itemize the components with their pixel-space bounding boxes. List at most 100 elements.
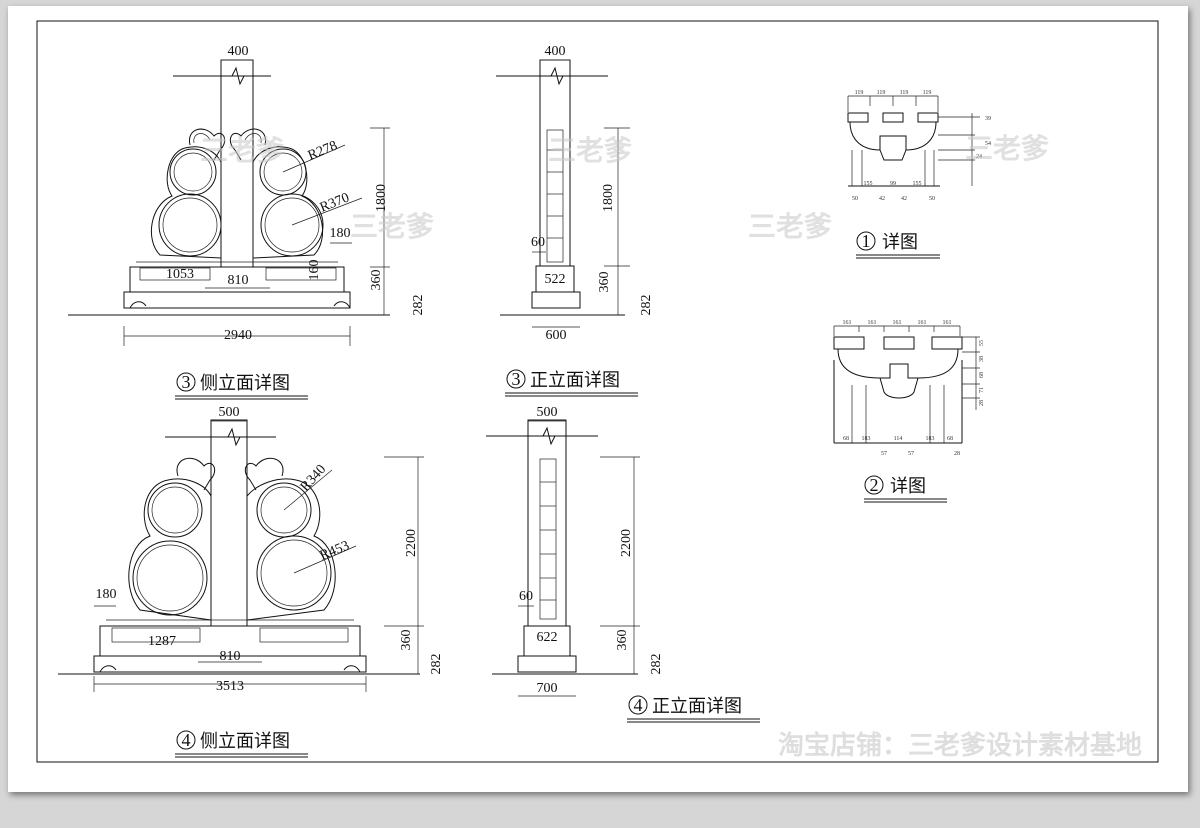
- dim-inner-width: 622: [537, 630, 558, 645]
- svg-text:68: 68: [947, 436, 953, 442]
- svg-text:161: 161: [893, 320, 902, 326]
- dim-plinth-height: 282: [429, 654, 444, 675]
- dim-top-width: 400: [228, 44, 249, 59]
- base-block: [535, 265, 575, 293]
- svg-text:39: 39: [985, 116, 991, 122]
- circle-large-left: [158, 193, 222, 257]
- svg-text:183: 183: [926, 436, 935, 442]
- svg-text:161: 161: [943, 320, 952, 326]
- dim-height: 2200: [619, 529, 634, 557]
- dim-plinth-height: 282: [411, 295, 426, 316]
- watermark: 三老爹: [200, 134, 284, 167]
- svg-text:28: 28: [954, 451, 960, 457]
- view-title: 正立面详图: [530, 370, 620, 390]
- svg-text:155: 155: [913, 181, 922, 187]
- svg-text:50: 50: [852, 196, 858, 202]
- side-elevation-4: R340 R453 500 2200 360 282 3513 180 1287…: [58, 405, 444, 758]
- dim-height: 1800: [374, 184, 389, 212]
- plinth: [93, 655, 367, 673]
- dim-center-width: 810: [228, 273, 249, 288]
- plinth: [531, 291, 581, 309]
- dim-step: 160: [307, 260, 322, 281]
- svg-text:119: 119: [923, 90, 932, 96]
- dim-base-width: 3513: [216, 679, 244, 694]
- dim-center-width: 810: [220, 649, 241, 664]
- svg-text:28: 28: [979, 400, 985, 406]
- title-number: 1: [862, 231, 871, 251]
- frame-border: [36, 20, 1159, 763]
- dim-inset: 60: [519, 589, 533, 604]
- circle-small-left: [147, 482, 203, 538]
- title-number: 4: [634, 695, 643, 715]
- title-number: 3: [512, 369, 521, 389]
- svg-text:161: 161: [868, 320, 877, 326]
- title-number: 2: [870, 475, 879, 495]
- svg-text:119: 119: [900, 90, 909, 96]
- cad-drawing: R278 R370 400 1800 360 282 2940 180 1053…: [36, 20, 1159, 763]
- post: [539, 59, 571, 267]
- view-title: 侧立面详图: [200, 731, 290, 751]
- cloud-ornament-left: [176, 457, 216, 491]
- svg-text:55: 55: [979, 340, 985, 346]
- svg-text:161: 161: [843, 320, 852, 326]
- dim-base-height: 360: [597, 272, 612, 293]
- dim-top-width: 400: [545, 44, 566, 59]
- svg-text:161: 161: [918, 320, 927, 326]
- svg-text:71: 71: [979, 387, 985, 393]
- radius-small-label: R278: [306, 138, 340, 163]
- dim-inset: 60: [531, 235, 545, 250]
- svg-text:155: 155: [864, 181, 873, 187]
- side-elevation-3: R278 R370 400 1800 360 282 2940 180 1053…: [68, 44, 426, 400]
- dim-plinth-height: 282: [639, 295, 654, 316]
- view-title: 正立面详图: [652, 696, 742, 716]
- svg-text:68: 68: [979, 372, 985, 378]
- detail-1: 119 119 119 119 39 54 24 155 99 155 50 4…: [847, 90, 991, 259]
- circle-large-left: [132, 540, 208, 616]
- svg-text:54: 54: [985, 141, 991, 147]
- circle-small-left: [169, 148, 217, 196]
- dim-top-width: 500: [219, 405, 240, 420]
- base-block: [99, 625, 361, 657]
- radius-small-label: R340: [298, 462, 329, 495]
- gourd-left: [128, 478, 212, 621]
- break-mark: [231, 66, 245, 86]
- view-title: 详图: [890, 476, 926, 496]
- circle-large-right: [256, 535, 332, 611]
- watermark: 三老爹: [350, 210, 434, 243]
- dim-inner-width: 522: [545, 272, 566, 287]
- circle-large-right: [260, 193, 324, 257]
- view-title: 侧立面详图: [200, 373, 290, 393]
- dim-base-width: 700: [537, 681, 558, 696]
- watermark: 三老爹: [748, 210, 832, 243]
- panel-slots: [539, 458, 557, 620]
- post: [527, 419, 567, 629]
- watermark: 三老爹: [965, 132, 1049, 165]
- svg-text:57: 57: [908, 451, 914, 457]
- svg-text:42: 42: [901, 196, 907, 202]
- cloud-ornament-right: [244, 457, 284, 491]
- dim-offset: 180: [96, 587, 117, 602]
- svg-text:68: 68: [843, 436, 849, 442]
- radius-large-label: R370: [318, 190, 352, 215]
- svg-text:119: 119: [877, 90, 886, 96]
- drawing-sheet: R278 R370 400 1800 360 282 2940 180 1053…: [8, 6, 1188, 792]
- front-elevation-3: 400 1800 360 282 600 60 522 3 正立面详图: [496, 44, 654, 397]
- dim-inner-width: 1053: [166, 267, 194, 282]
- dim-base-height: 360: [369, 270, 384, 291]
- dim-offset: 180: [330, 226, 351, 241]
- dim-base-height: 360: [399, 630, 414, 651]
- svg-text:57: 57: [881, 451, 887, 457]
- dim-top-width: 500: [537, 405, 558, 420]
- svg-text:183: 183: [862, 436, 871, 442]
- gourd-right: [246, 478, 336, 621]
- dim-height: 2200: [404, 529, 419, 557]
- title-number: 3: [182, 372, 191, 392]
- plinth: [123, 291, 351, 309]
- dim-base-width: 2940: [224, 328, 252, 343]
- watermark: 三老爹: [548, 134, 632, 167]
- plinth: [517, 655, 577, 673]
- detail-2: 161 161 161 161 161 55 38 68 71 28 68 18…: [833, 320, 985, 503]
- title-number: 4: [182, 730, 191, 750]
- svg-text:114: 114: [894, 436, 903, 442]
- dim-base-height: 360: [615, 630, 630, 651]
